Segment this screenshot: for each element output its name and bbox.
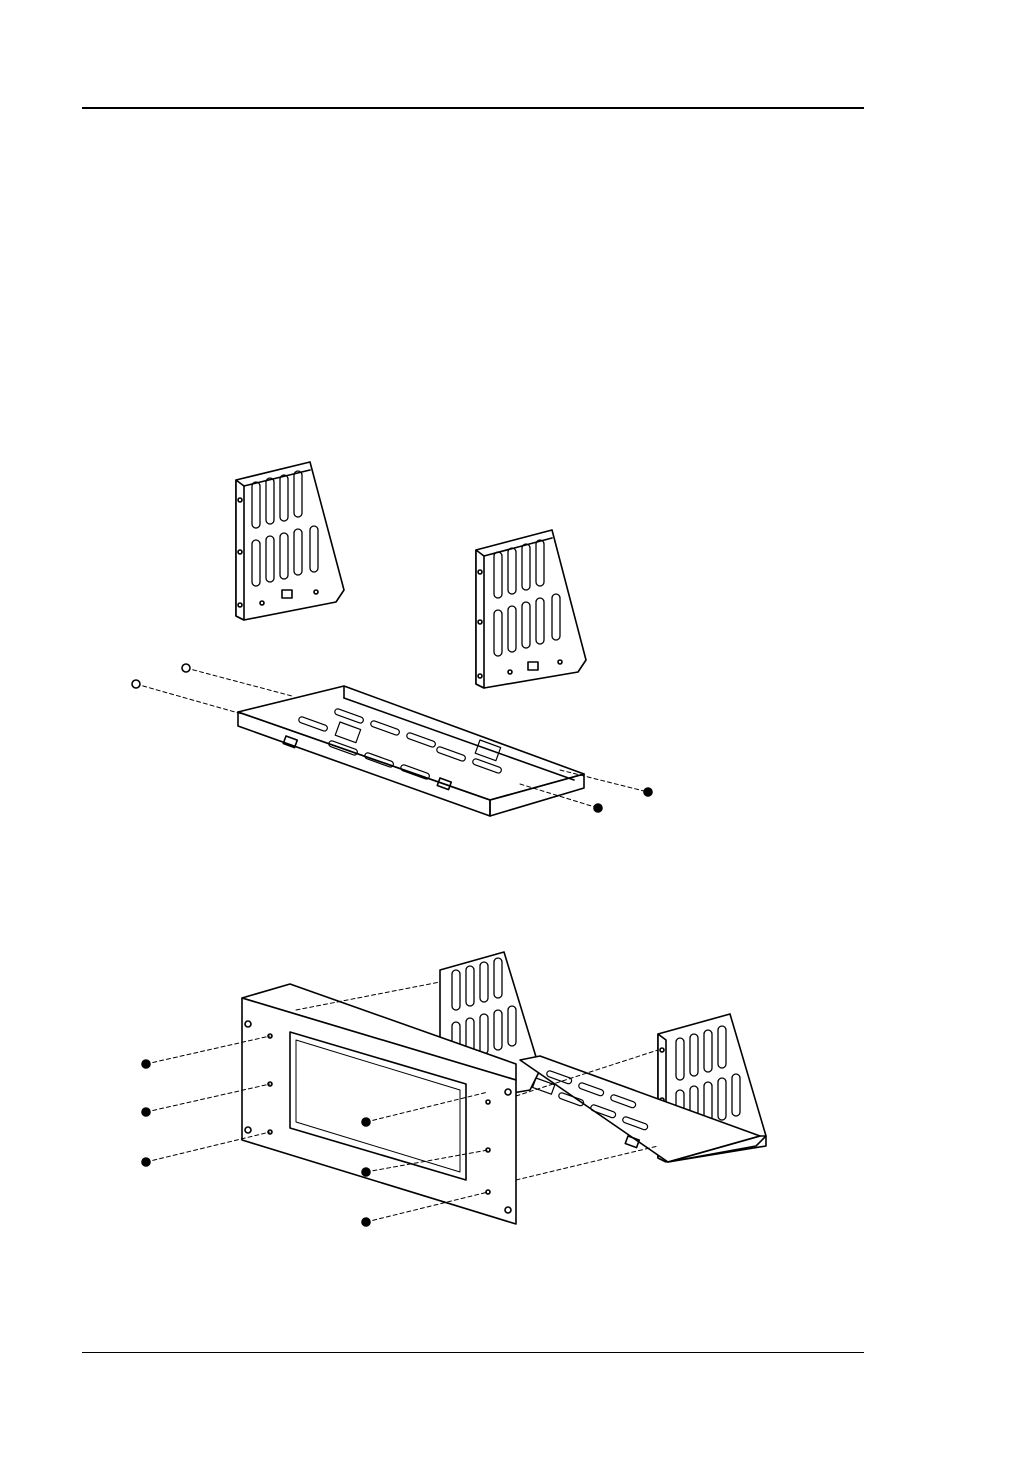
screw-icon: [362, 1168, 370, 1176]
footer-rule: [82, 1352, 864, 1353]
screw-icon: [142, 1060, 150, 1068]
screw-icon: [142, 1158, 150, 1166]
screw-icon: [132, 680, 140, 688]
side-bracket-left: [236, 462, 344, 620]
base-tray: [238, 686, 584, 816]
header-rule: [82, 107, 864, 109]
screw-icon: [142, 1108, 150, 1116]
screw-icon: [594, 804, 602, 812]
exploded-view-drawing: [0, 440, 1033, 840]
screw-icon: [362, 1118, 370, 1126]
screw-icon: [182, 664, 190, 672]
assembled-view-drawing: [0, 940, 1033, 1240]
screw-icon: [362, 1218, 370, 1226]
assembled-view-figure: [0, 940, 1033, 1240]
screw-icon: [644, 788, 652, 796]
side-bracket-right: [476, 530, 586, 688]
exploded-view-figure: [0, 440, 1033, 840]
